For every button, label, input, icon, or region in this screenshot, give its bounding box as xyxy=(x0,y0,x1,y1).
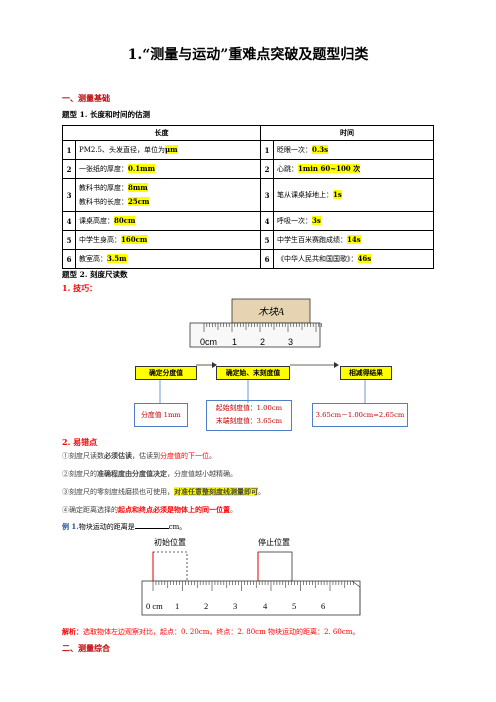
topic-heading-1: 题型 1. 长度和时间的估测 xyxy=(62,110,151,119)
table-row: 2 一张纸的厚度：0.1mm 2 心跳：1min 60~100 次 xyxy=(62,159,434,179)
motion-ruler-figure: 初始位置 停止位置 0 cm 1 2 3 4 5 6 xyxy=(141,537,361,616)
arrow-head xyxy=(334,362,339,368)
time-cell: 眨眼一次：0.3s xyxy=(273,140,434,160)
header-length: 长度 xyxy=(62,125,261,141)
section-heading-1: 一、测量基础 xyxy=(62,93,110,103)
length-cell: 一张纸的厚度：0.1mm xyxy=(75,159,261,179)
arrow-head xyxy=(212,362,217,368)
row-number: 3 xyxy=(62,178,76,212)
ruler-label: 4 xyxy=(263,601,268,611)
ruler-label: 0 cm xyxy=(146,601,163,611)
row-number: 5 xyxy=(62,230,76,250)
table-header-row: 长度 时间 xyxy=(62,125,434,141)
table-row: 3 教科书的厚度：8mm 教科书的长度：25cm 3 笔从课桌掉地上：1s xyxy=(62,178,434,212)
table-row: 1 PM2.5、头发直径，单位为μm 1 眨眼一次：0.3s xyxy=(62,140,434,160)
ruler-ticks xyxy=(152,581,354,591)
skill-heading: 1. 技巧： xyxy=(62,283,98,293)
ruler-label: 3 xyxy=(233,601,237,611)
ruler-label: 3 xyxy=(288,337,293,347)
start-block xyxy=(152,551,188,582)
row-number: 5 xyxy=(260,230,274,250)
length-cell: 中学生身高：160cm xyxy=(75,230,261,250)
step-subtract: 相减得结果 xyxy=(340,366,392,380)
ruler-body xyxy=(189,322,321,348)
step-determine-division: 确定分度值 xyxy=(135,366,197,380)
ruler-body xyxy=(141,580,361,616)
page-title: 1.“测量与运动”重难点突破及题型归类 xyxy=(127,47,369,63)
ruler-label: 2 xyxy=(204,601,208,611)
length-cell: PM2.5、头发直径，单位为μm xyxy=(75,140,261,160)
stop-block xyxy=(257,551,293,582)
result-division: 分度值 1mm xyxy=(134,403,188,427)
time-cell: 心跳：1min 60~100 次 xyxy=(273,159,434,179)
stop-position-label: 停止位置 xyxy=(258,537,290,547)
length-cell: 教科书的厚度：8mm 教科书的长度：25cm xyxy=(75,178,261,212)
block-label: 木块A xyxy=(258,306,285,318)
table-row: 4 课桌高度：80cm 4 呼吸一次：3s xyxy=(62,211,434,231)
ruler-label: 5 xyxy=(292,601,296,611)
estimation-table: 长度 时间 1 PM2.5、头发直径，单位为μm 1 眨眼一次：0.3s 2 一… xyxy=(62,125,434,269)
time-cell: 笔从课桌掉地上：1s xyxy=(273,178,434,212)
tip-item: ①刻度尺读数必须估读，估读到分度值的下一位。 xyxy=(62,451,216,460)
row-number: 6 xyxy=(260,249,274,269)
wood-block xyxy=(231,298,311,324)
table-row: 6 教室高：3.5m 6 《中华人民共和国国歌》：46s xyxy=(62,249,434,269)
ruler-reading-figure: 木块A 0cm 1 2 3 xyxy=(159,298,366,403)
tip-item: ③刻度尺的零刻度线磨损也可使用，对准任意整刻度线测量即可。 xyxy=(62,487,265,496)
step-determine-start-end: 确定始、末刻度值 xyxy=(216,366,290,380)
length-cell: 课桌高度：80cm xyxy=(75,211,261,231)
row-number: 4 xyxy=(260,211,274,231)
time-cell: 呼吸一次：3s xyxy=(273,211,434,231)
ruler-label: 2 xyxy=(260,337,265,347)
topic-heading-2: 题型 2. 刻度尺读数 xyxy=(62,270,128,279)
row-number: 3 xyxy=(260,178,274,212)
ruler-ticks xyxy=(203,323,322,332)
row-number: 6 xyxy=(62,249,76,269)
ruler-label: 1 xyxy=(232,337,237,347)
length-cell: 教室高：3.5m xyxy=(75,249,261,269)
result-difference: 3.65cm－1.00cm=2.65cm xyxy=(312,403,408,427)
row-number: 4 xyxy=(62,211,76,231)
row-number: 1 xyxy=(260,140,274,160)
row-number: 2 xyxy=(260,159,274,179)
start-position-label: 初始位置 xyxy=(154,537,186,547)
time-cell: 中学生百米赛跑成绩：14s xyxy=(273,230,434,250)
row-number: 1 xyxy=(62,140,76,160)
header-time: 时间 xyxy=(260,125,434,141)
time-cell: 《中华人民共和国国歌》：46s xyxy=(273,249,434,269)
solution-text: 解析：选取物体左边观察对比，起点：0. 20cm，终点：2. 80cm 物块运动… xyxy=(62,627,360,636)
section-heading-2: 二、测量综合 xyxy=(62,643,110,653)
table-row: 5 中学生身高：160cm 5 中学生百米赛跑成绩：14s xyxy=(62,230,434,250)
ruler-label: 1 xyxy=(175,601,179,611)
row-number: 2 xyxy=(62,159,76,179)
pitfall-heading: 2. 易错点 xyxy=(62,437,98,447)
tip-item: ②刻度尺的准确程度由分度值决定，分度值越小越精确。 xyxy=(62,469,237,478)
ruler-label: 0cm xyxy=(200,337,217,347)
tip-item: ④确定距离选择的起点和终点必须是物体上的同一位置。 xyxy=(62,505,237,514)
ruler-label: 6 xyxy=(321,601,325,611)
